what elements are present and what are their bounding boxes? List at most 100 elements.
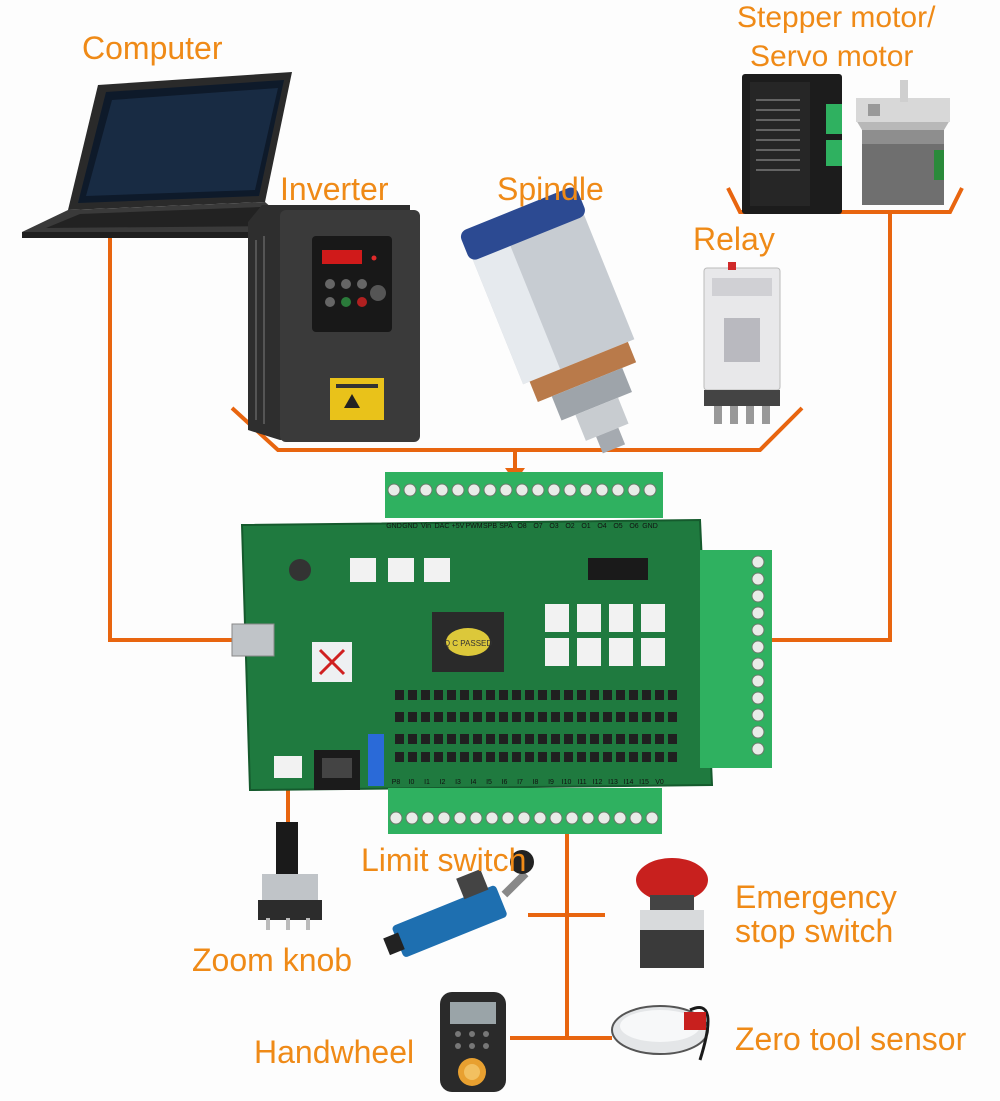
smd-component	[473, 712, 482, 722]
terminal-label: DAC	[435, 523, 450, 530]
terminal-label: O2	[565, 523, 574, 530]
label-spindle: Spindle	[497, 171, 604, 207]
label-emergency-line1: Emergency	[735, 879, 897, 915]
terminal-label: GND	[386, 523, 402, 530]
bottom-screws	[389, 811, 659, 825]
smd-component	[668, 752, 677, 762]
smd-component	[421, 752, 430, 762]
label-computer: Computer	[82, 30, 223, 66]
terminal-screw	[751, 606, 765, 620]
smd-component	[434, 712, 443, 722]
smd-component	[655, 752, 664, 762]
smd-component	[642, 712, 651, 722]
terminal-label: I9	[548, 779, 554, 786]
limit-switch-icon	[383, 850, 534, 957]
terminal-screw	[421, 811, 435, 825]
terminal-screw	[483, 483, 497, 497]
smd-component	[473, 734, 482, 744]
terminal-label: PWM	[465, 523, 482, 530]
relay-icon	[703, 262, 781, 424]
capacitor	[289, 559, 311, 581]
terminal-screw	[517, 811, 531, 825]
smd-component	[499, 752, 508, 762]
smd-component	[577, 734, 586, 744]
terminal-label: I13	[608, 779, 618, 786]
smd-component	[577, 752, 586, 762]
smd-component	[460, 712, 469, 722]
handwheel-icon	[440, 992, 506, 1092]
zoom-knob-icon	[258, 822, 322, 930]
smd-component	[447, 712, 456, 722]
label-stepper-line1: Stepper motor/	[737, 1, 936, 34]
terminal-screw	[435, 483, 449, 497]
terminal-screw	[751, 742, 765, 756]
terminal-screw	[451, 483, 465, 497]
smd-component	[538, 752, 547, 762]
terminal-label: O7	[533, 523, 542, 530]
blue-component	[368, 734, 384, 786]
smd-component	[668, 690, 677, 700]
terminal-screw	[531, 483, 545, 497]
smd-component	[512, 752, 521, 762]
terminal-label: I12	[593, 779, 603, 786]
smd-component	[434, 734, 443, 744]
terminal-label: I6	[502, 779, 508, 786]
terminal-screw	[467, 483, 481, 497]
emergency-stop-icon	[636, 858, 708, 968]
label-stepper-line2: Servo motor	[750, 40, 914, 73]
smd-component	[551, 712, 560, 722]
terminal-screw	[597, 811, 611, 825]
smd-component	[616, 690, 625, 700]
stepper-bracket	[726, 187, 964, 214]
smd-component	[525, 690, 534, 700]
smd-component	[603, 752, 612, 762]
terminal-screw	[403, 483, 417, 497]
smd-component	[577, 712, 586, 722]
smd-component	[473, 752, 482, 762]
terminal-screw	[533, 811, 547, 825]
smd-component	[603, 734, 612, 744]
terminal-label: I8	[533, 779, 539, 786]
smd-component	[395, 752, 404, 762]
smd-component	[655, 690, 664, 700]
terminal-screw	[437, 811, 451, 825]
smd-component	[642, 690, 651, 700]
terminal-screw	[751, 725, 765, 739]
terminal-screw	[595, 483, 609, 497]
terminal-screw	[501, 811, 515, 825]
inverter-icon	[248, 205, 420, 442]
terminal-screw	[565, 811, 579, 825]
terminal-label: I7	[517, 779, 523, 786]
smd-component	[421, 712, 430, 722]
smd-component	[616, 712, 625, 722]
smd-component	[538, 734, 547, 744]
bottom-terminal-block	[388, 788, 662, 834]
smd-component	[395, 690, 404, 700]
smd-component	[603, 690, 612, 700]
terminal-screw	[751, 657, 765, 671]
terminal-screw	[419, 483, 433, 497]
smd-component	[616, 734, 625, 744]
terminal-screw	[387, 483, 401, 497]
terminal-screw	[579, 483, 593, 497]
computer-to-board-line	[108, 222, 245, 642]
resistor-rows	[395, 690, 677, 762]
terminal-screw	[515, 483, 529, 497]
spindle-icon	[460, 187, 637, 454]
terminal-screw	[453, 811, 467, 825]
terminal-label: Vin	[421, 523, 431, 530]
smd-component	[434, 752, 443, 762]
terminal-screw	[547, 483, 561, 497]
terminal-label: SPB	[483, 523, 497, 530]
terminal-screw	[629, 811, 643, 825]
terminal-label: V0	[655, 779, 664, 786]
smd-component	[590, 734, 599, 744]
smd-component	[551, 752, 560, 762]
terminal-screw	[751, 623, 765, 637]
smd-component	[525, 712, 534, 722]
terminal-screw	[751, 572, 765, 586]
